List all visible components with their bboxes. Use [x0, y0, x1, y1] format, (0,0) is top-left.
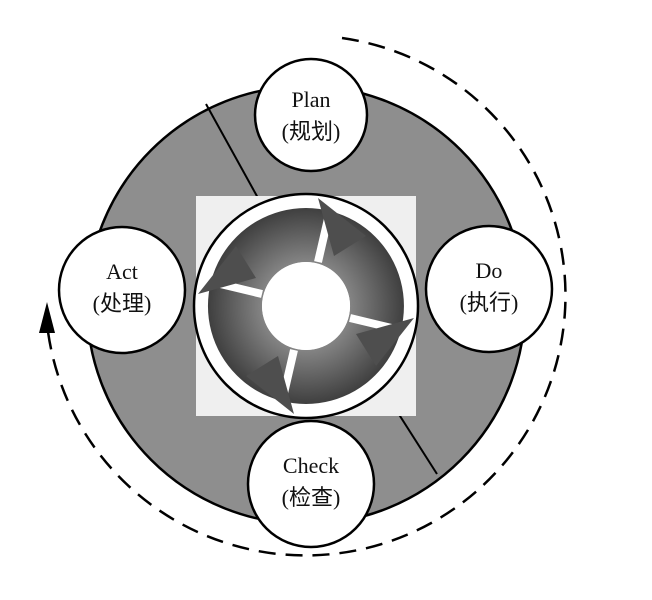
node-check-subtitle: (检查) — [282, 485, 341, 510]
node-do: Do (执行) — [424, 224, 554, 354]
rotating-arrows-icon — [192, 192, 420, 420]
node-act-title: Act — [106, 259, 138, 284]
node-do-subtitle: (执行) — [460, 290, 519, 315]
node-plan-subtitle: (规划) — [282, 119, 341, 144]
node-plan-title: Plan — [291, 87, 330, 112]
node-plan: Plan (规划) — [253, 57, 369, 173]
node-check-title: Check — [283, 453, 339, 478]
node-do-title: Do — [476, 258, 503, 283]
dashed-cycle-arrow-icon — [39, 36, 567, 557]
node-check: Check (检查) — [246, 419, 376, 549]
node-act-subtitle: (处理) — [93, 291, 152, 316]
node-act: Act (处理) — [57, 225, 187, 355]
divider-line-upper — [205, 103, 259, 199]
